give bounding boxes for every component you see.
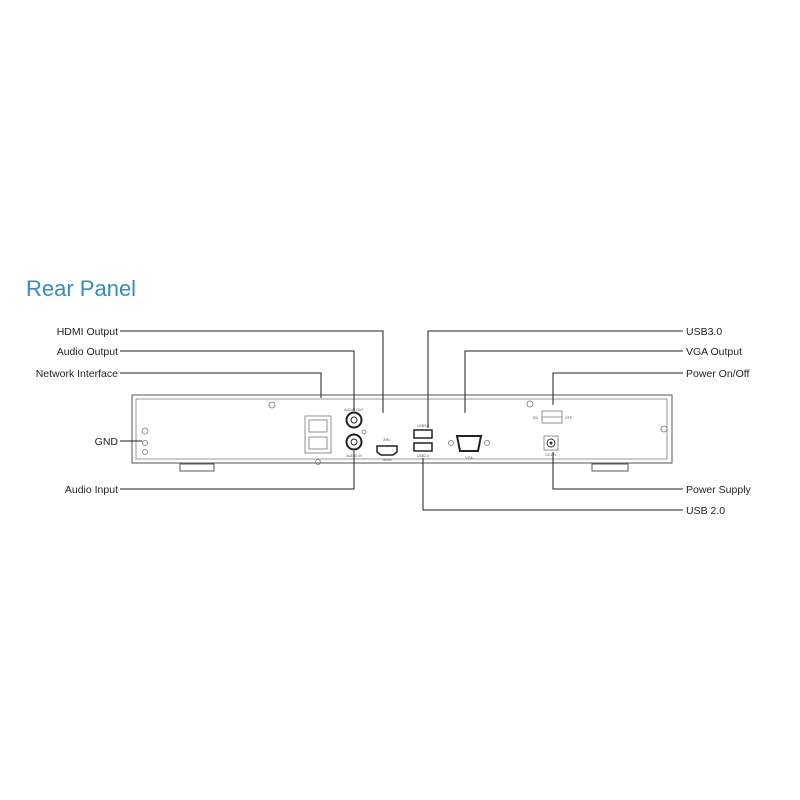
rj45-port [308, 419, 328, 433]
svg-text:DC12V: DC12V [545, 453, 557, 457]
left-foot [179, 463, 215, 472]
svg-text:HDMI: HDMI [383, 458, 392, 462]
svg-text:ON: ON [533, 416, 539, 420]
label-audio-input: Audio Input [65, 484, 118, 496]
label-usb3: USB3.0 [686, 326, 722, 338]
callout-lines [120, 330, 683, 511]
page-title: Rear Panel [26, 276, 137, 301]
power-switch: ON OFF [533, 410, 572, 424]
usb3-port [413, 429, 433, 439]
usb-ports: USB3.0 USB2.0 [413, 424, 433, 458]
screw-icon [268, 401, 276, 409]
power-supply-jack: DC12V [543, 435, 559, 457]
screw-icon [526, 400, 534, 408]
svg-text:VGA: VGA [465, 456, 473, 460]
gnd-terminal [142, 440, 148, 446]
label-network-interface: Network Interface [36, 368, 118, 380]
usb2-port [413, 442, 433, 452]
network-ports [304, 415, 332, 465]
svg-text:USB2.0: USB2.0 [417, 454, 429, 458]
ground-icon [142, 449, 148, 455]
label-usb2: USB 2.0 [686, 505, 725, 517]
svg-text:ARC: ARC [383, 438, 391, 442]
hdmi-port: ARC HDMI [376, 438, 398, 462]
label-hdmi-output: HDMI Output [57, 326, 118, 338]
screw-icon [141, 427, 149, 435]
label-gnd: GND [95, 436, 119, 448]
screw-icon [660, 425, 668, 433]
vga-port: VGA [448, 435, 490, 460]
rj45-port [308, 436, 328, 450]
svg-text:USB3.0: USB3.0 [417, 424, 429, 428]
label-power-supply: Power Supply [686, 484, 752, 496]
label-audio-output: Audio Output [57, 346, 118, 358]
right-foot [591, 463, 629, 472]
label-power-on-off: Power On/Off [686, 368, 749, 380]
svg-text:OFF: OFF [565, 416, 572, 420]
nvr-rear-panel: AUDIO OUT AUDIO IN ARC HDMI USB3.0 USB2.… [131, 394, 673, 472]
label-vga-output: VGA Output [686, 346, 742, 358]
